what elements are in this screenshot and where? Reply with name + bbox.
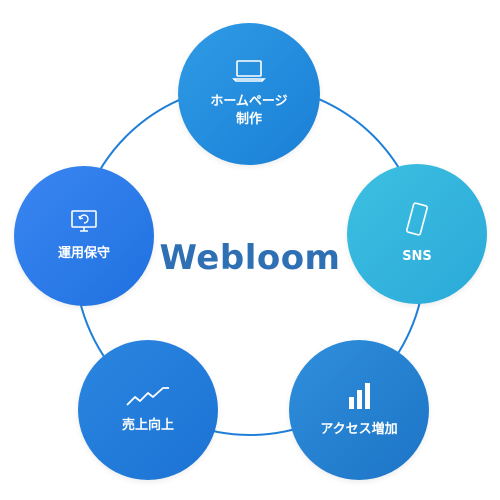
node-operation-maintenance: 運用保守 — [14, 166, 154, 306]
node-label: 売上向上 — [121, 418, 174, 433]
node-label: ホームページ 制作 — [210, 94, 288, 127]
trend-line-icon — [125, 385, 171, 411]
node-website-production: ホームページ 制作 — [178, 23, 320, 165]
brand-title: Webloom — [159, 238, 341, 278]
smartphone-icon — [404, 202, 430, 242]
node-sns: SNS — [347, 164, 487, 304]
node-label: 運用保守 — [57, 246, 110, 261]
laptop-icon — [232, 59, 266, 87]
node-label: SNS — [402, 249, 432, 264]
bar-chart-icon — [347, 381, 371, 415]
monitor-refresh-icon — [70, 209, 98, 239]
node-sales-improvement: 売上向上 — [78, 340, 218, 480]
node-access-increase: アクセス増加 — [289, 340, 429, 480]
node-label: アクセス増加 — [320, 422, 398, 437]
